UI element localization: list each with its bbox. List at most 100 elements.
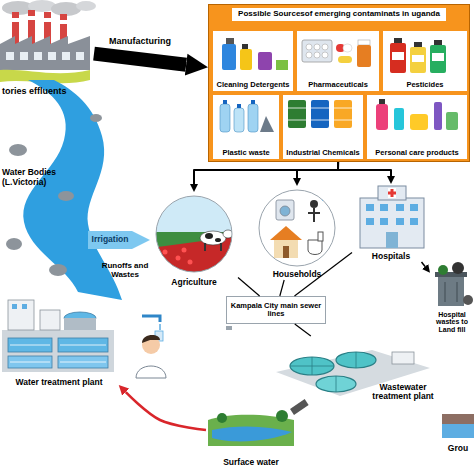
node-label: Grou: [446, 444, 470, 454]
node-label: Water treatment plant: [13, 378, 104, 388]
households-scene: [318, 232, 323, 241]
node-label: Agriculture: [169, 278, 218, 288]
hospital-building: [386, 232, 398, 248]
wastewater-plant-illustration: [290, 352, 356, 392]
person-drinking: [142, 336, 160, 354]
pesticide-icon: [390, 38, 446, 73]
households-scene: [283, 246, 289, 258]
agriculture-node: Agriculture: [150, 192, 238, 288]
households-scene: [280, 206, 290, 216]
sewer-line: [295, 324, 311, 336]
chemical-barrels-icon: [311, 100, 329, 128]
agriculture-scene: [163, 250, 168, 255]
person-drinking: [136, 316, 166, 378]
node-label: Hospitals: [370, 252, 412, 262]
factory-smoke: [51, 2, 81, 16]
agriculture-scene: [200, 231, 226, 245]
hospital-building: [360, 186, 424, 248]
groundwater-node: Grou: [442, 410, 474, 454]
sewer-pipes: [226, 326, 232, 330]
person-drinking: [159, 324, 161, 330]
node-label: Surface water: [221, 458, 281, 468]
surface-water-scene: [212, 426, 292, 441]
water-treatment-illustration: [2, 330, 114, 372]
waste-arrow: [422, 262, 426, 267]
pesticide-icon: [430, 45, 446, 73]
factory-building: [20, 52, 28, 60]
sewer-pipes: [226, 326, 232, 330]
river: [9, 144, 27, 156]
agriculture-scene: [150, 196, 240, 276]
surface-water-scene: [208, 410, 294, 446]
plastic-waste-icon: [237, 104, 241, 108]
factory-building: [28, 16, 35, 20]
personal-care-icon: [376, 99, 458, 130]
households-scene: [308, 240, 322, 255]
pharmaceutical-icon: [302, 40, 332, 62]
node-label: Households: [271, 270, 324, 280]
landfill-bin: [438, 276, 464, 306]
node-label: Industrial Chemicals: [284, 149, 361, 157]
source-arrow: [297, 162, 338, 178]
wastewater-plant: Wastewater treatment plant: [270, 336, 440, 402]
landfill-node: Hospital wastes to Land fill: [430, 268, 474, 334]
node-label: Kampala City main sewer lines: [227, 302, 325, 319]
hospitals-node: Hospitals: [352, 184, 430, 262]
node-label: Pesticides: [404, 81, 445, 89]
chemical-barrels-icon: [288, 100, 352, 128]
surface-water-scene: [217, 413, 227, 423]
hospital-building: [366, 218, 374, 225]
pharmaceutical-icon: [338, 56, 352, 63]
plastic-waste-icon: [220, 104, 230, 132]
chemical-barrels-icon: [288, 108, 352, 120]
chemical-barrels-icon: [334, 100, 352, 128]
water-treatment-illustration: [8, 300, 34, 330]
node-label: Pharmaceuticals: [306, 81, 370, 89]
water-treatment-illustration: [2, 300, 114, 372]
sources-panel: Possible Sourcesof emerging contaminats …: [208, 4, 470, 162]
node-label: Plastic waste: [220, 149, 271, 157]
plastic-waste-icon: [234, 108, 244, 132]
pharmaceutical-icon: [322, 44, 328, 50]
surface-water: Surface water: [206, 412, 296, 468]
edge-label: Irrigation: [92, 235, 129, 244]
source-arrow: [338, 162, 391, 176]
households-scene: [270, 226, 302, 240]
sewer-line: [295, 253, 352, 296]
person-drinking: [142, 316, 160, 322]
pharmaceutical-icon: [336, 44, 345, 52]
agriculture-scene: [220, 243, 222, 251]
personal-care-icon: [434, 102, 442, 130]
hospital-building: [396, 218, 404, 225]
pharmaceutical-icon: [358, 40, 370, 45]
hospital-building: [388, 192, 396, 195]
source-item: Pesticides: [383, 31, 467, 91]
factory-source: tories effluents: [0, 0, 94, 96]
factory-building: [62, 52, 70, 60]
households-scene: [270, 196, 330, 258]
river: [58, 191, 74, 201]
chemical-barrels-icon: [288, 100, 306, 128]
households-scene: [308, 208, 320, 222]
water-treatment-illustration: [22, 304, 27, 309]
pharmaceutical-icon: [306, 52, 312, 58]
agriculture-scene: [182, 248, 187, 253]
river: [49, 264, 67, 276]
hospital-building: [380, 218, 388, 225]
households-scene: [274, 240, 298, 258]
households-scene: [276, 200, 294, 220]
node-label: Water Bodies (L.Victoria): [0, 168, 62, 187]
detergent-icon: [276, 60, 288, 70]
edge-label: Manufacturing: [109, 37, 171, 47]
source-arrow: [194, 162, 338, 184]
landfill-bin: [444, 282, 446, 302]
node-label: Cleaning Detergents: [215, 81, 292, 89]
landfill-bin: [438, 265, 448, 275]
landfill-bin: [456, 282, 458, 302]
water-treatment-illustration: [10, 345, 106, 362]
pharmaceutical-icon: [357, 45, 371, 67]
river: [6, 238, 22, 250]
